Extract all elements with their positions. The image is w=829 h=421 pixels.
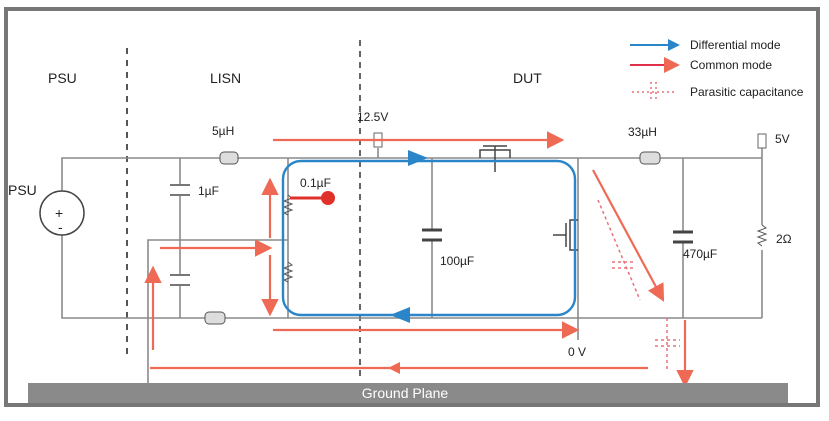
probe-5v-icon xyxy=(757,133,767,149)
legend-common: Common mode xyxy=(690,58,772,72)
capacitor-lisn-low-icon xyxy=(170,274,190,286)
dm-arrow-left-icon xyxy=(390,307,410,323)
measurement-probe-icon xyxy=(321,191,335,205)
label-0v: 0 V xyxy=(568,345,586,359)
label-100uf: 100µF xyxy=(440,254,474,268)
label-0-1uf: 0.1µF xyxy=(300,176,331,190)
inductor-33uh-icon xyxy=(639,151,661,165)
capacitor-100uf-icon xyxy=(422,228,442,242)
lisn-inductor-coil-icon xyxy=(282,261,294,283)
dm-arrow-right-icon xyxy=(408,150,428,166)
parasitic-capacitance-paths xyxy=(597,199,680,370)
inductor-5uh-icon xyxy=(219,151,239,165)
legend: Differential mode Common mode Parasitic … xyxy=(630,38,804,102)
psu-label: PSU xyxy=(8,182,37,198)
common-mode-paths xyxy=(144,131,694,388)
label-2ohm: 2Ω xyxy=(776,232,792,246)
section-dut: DUT xyxy=(513,70,542,86)
legend-differential: Differential mode xyxy=(690,38,781,52)
ground-plane xyxy=(28,383,788,403)
label-5v: 5V xyxy=(775,132,790,146)
differential-mode-loop xyxy=(281,159,577,317)
capacitor-470uf-icon xyxy=(673,230,693,244)
inductor-return-icon xyxy=(204,311,226,325)
label-5uh: 5µH xyxy=(212,124,234,138)
label-470uf: 470µF xyxy=(683,247,717,261)
capacitor-1uf-icon xyxy=(170,184,190,196)
load-resistor-icon xyxy=(756,224,768,247)
label-12-5v: 12.5V xyxy=(357,110,388,124)
ground-plane-label: Ground Plane xyxy=(362,385,449,401)
parasitic-cap-icon xyxy=(632,82,676,102)
label-1uf: 1µF xyxy=(198,184,219,198)
label-33uh: 33µH xyxy=(628,125,657,139)
minus-icon: - xyxy=(58,219,63,235)
high-side-mosfet-icon xyxy=(479,145,511,172)
circuit-wires xyxy=(61,148,763,395)
psu-source-icon xyxy=(39,190,85,236)
section-lisn: LISN xyxy=(210,70,241,86)
legend-parasitic: Parasitic capacitance xyxy=(690,85,804,99)
section-psu: PSU xyxy=(48,70,77,86)
plus-icon: + xyxy=(55,205,63,221)
